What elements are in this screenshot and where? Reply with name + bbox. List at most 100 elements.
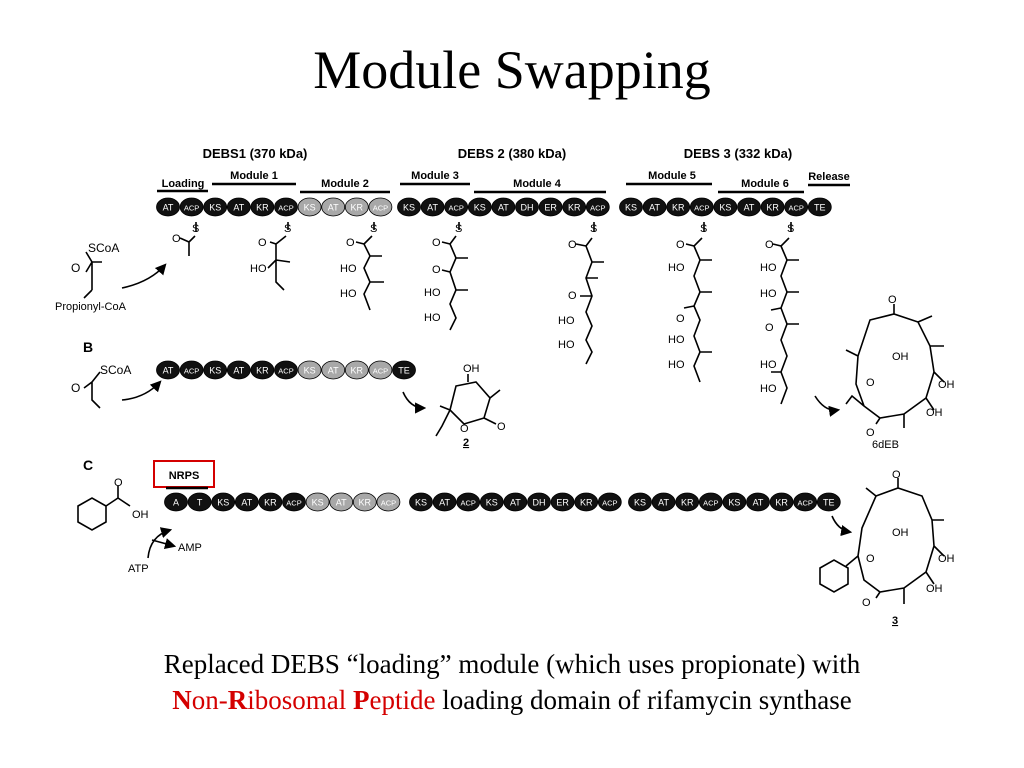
- svg-text:HO: HO: [668, 359, 685, 371]
- domain-label: AT: [233, 203, 244, 213]
- panel-b-label: B: [83, 339, 93, 355]
- domain-at: [156, 360, 180, 380]
- domain-ks: [297, 360, 322, 380]
- domain-ks: [397, 197, 421, 217]
- domain-label: ACP: [797, 499, 812, 508]
- domain-kr: [574, 492, 599, 512]
- domain-label: ACP: [460, 499, 475, 508]
- svg-text:O: O: [114, 477, 123, 489]
- svg-text:HO: HO: [424, 287, 441, 299]
- domain-label: ACP: [278, 204, 293, 213]
- domain-ks: [619, 197, 643, 217]
- domain-ks: [467, 197, 492, 217]
- svg-text:HO: HO: [558, 315, 575, 327]
- domain-label: KR: [359, 498, 372, 508]
- svg-text:O: O: [258, 237, 267, 249]
- svg-text:O: O: [676, 239, 685, 251]
- caption-r: R: [227, 685, 248, 715]
- domain-label: KS: [312, 498, 324, 508]
- module-release: Release: [808, 171, 850, 183]
- domain-label: AT: [427, 203, 438, 213]
- protein-debs2: DEBS 2 (380 kDa): [458, 146, 566, 161]
- caption-p: P: [353, 685, 370, 715]
- svg-text:HO: HO: [250, 263, 267, 275]
- svg-text:HO: HO: [558, 339, 575, 351]
- domain-label: KS: [634, 498, 646, 508]
- domain-ks: [203, 197, 228, 217]
- domain-label: AT: [328, 366, 339, 376]
- domain-te: [392, 360, 416, 380]
- atp-label: ATP: [128, 563, 149, 575]
- svg-text:HO: HO: [760, 359, 777, 371]
- domain-kr: [258, 492, 283, 512]
- domain-ks: [409, 492, 433, 512]
- domain-label: ACP: [602, 499, 617, 508]
- domain-label: ACP: [373, 367, 388, 376]
- propionyl-coa-b: SCoA O: [71, 363, 131, 409]
- svg-text:O: O: [568, 290, 577, 302]
- domain-at: [226, 197, 251, 217]
- module-6: Module 6: [741, 178, 789, 190]
- module-1: Module 1: [230, 170, 278, 182]
- domain-label: KS: [304, 366, 316, 376]
- svg-text:HO: HO: [424, 312, 441, 324]
- domain-acp: [784, 197, 809, 217]
- domain-at: [651, 492, 676, 512]
- svg-text:2: 2: [463, 437, 469, 449]
- svg-text:OH: OH: [926, 407, 943, 419]
- svg-text:O: O: [866, 377, 875, 389]
- domain-label: KS: [415, 498, 427, 508]
- domain-ks: [628, 492, 652, 512]
- svg-text:O: O: [765, 239, 774, 251]
- domain-acp: [368, 197, 393, 217]
- domain-label: KR: [766, 203, 779, 213]
- svg-text:O: O: [765, 322, 774, 334]
- domain-label: AT: [510, 498, 521, 508]
- domain-label: ER: [556, 498, 569, 508]
- svg-text:OH: OH: [892, 351, 909, 363]
- domain-label: AT: [163, 203, 174, 213]
- domain-at: [746, 492, 770, 512]
- domain-acp: [282, 492, 306, 512]
- svg-text:HO: HO: [760, 383, 777, 395]
- svg-text:HO: HO: [340, 288, 357, 300]
- svg-text:SCoA: SCoA: [100, 363, 131, 377]
- protein-debs1: DEBS1 (370 kDa): [203, 146, 308, 161]
- domain-acp: [179, 360, 204, 380]
- svg-text:O: O: [892, 469, 901, 481]
- svg-text:6dEB: 6dEB: [872, 439, 899, 451]
- protein-debs3: DEBS 3 (332 kDa): [684, 146, 792, 161]
- arrow-c-product: [831, 515, 853, 537]
- caption-rest: loading domain of rifamycin synthase: [435, 685, 852, 715]
- domain-label: KR: [775, 498, 788, 508]
- svg-text:HO: HO: [760, 262, 777, 274]
- module6-intermediate: S O HO HO O HO HO: [760, 222, 799, 405]
- propionyl-coa-structure: SCoA O Propionyl-CoA: [55, 241, 127, 313]
- domain-label: KS: [209, 366, 221, 376]
- domain-acp: [698, 492, 723, 512]
- domain-label: KS: [403, 203, 415, 213]
- domain-label: KS: [728, 498, 740, 508]
- domain-label: KS: [719, 203, 731, 213]
- domain-label: AT: [328, 203, 339, 213]
- domain-acp: [597, 492, 622, 512]
- domain-acp: [274, 197, 298, 217]
- domain-acp: [368, 360, 393, 380]
- domain-label: KS: [209, 203, 221, 213]
- domain-label: ACP: [184, 367, 199, 376]
- domain-label: AT: [658, 498, 669, 508]
- domain-kr: [562, 197, 587, 217]
- svg-text:OH: OH: [938, 553, 955, 565]
- domain-label: TE: [823, 498, 835, 508]
- domain-label: TE: [814, 203, 826, 213]
- domain-label: AT: [744, 203, 755, 213]
- svg-text:HO: HO: [340, 263, 357, 275]
- domain-label: KR: [351, 203, 364, 213]
- module2-intermediate: S O HO HO: [340, 222, 384, 311]
- domain-at: [491, 197, 516, 217]
- domain-label: ACP: [278, 367, 293, 376]
- domain-label: KS: [474, 203, 486, 213]
- domain-acp: [689, 197, 714, 217]
- domain-label: AT: [439, 498, 450, 508]
- svg-text:O: O: [432, 264, 441, 276]
